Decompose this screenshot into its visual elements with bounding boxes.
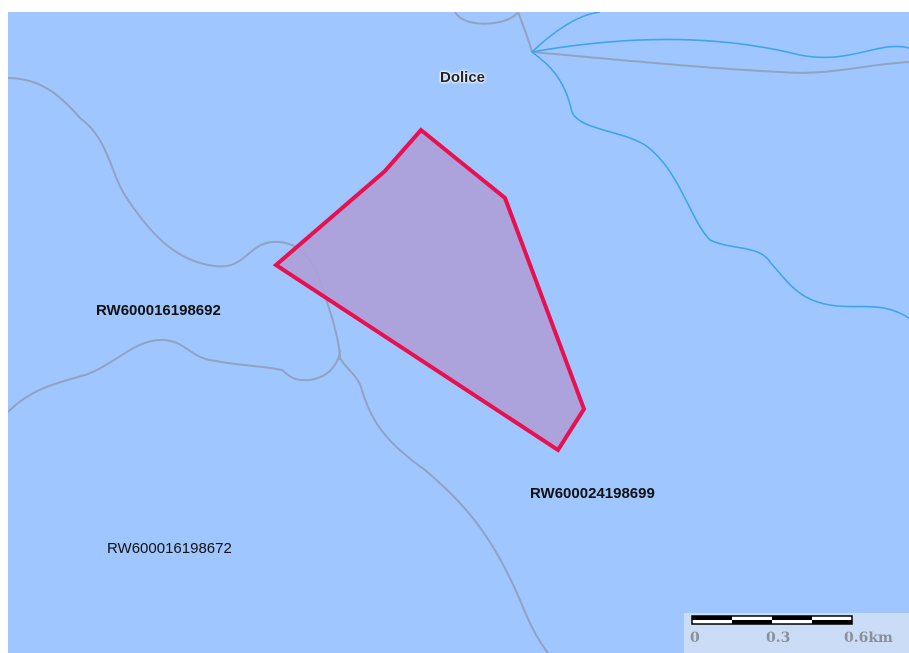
road-north: [454, 12, 909, 74]
map-layer: [8, 12, 909, 653]
scale-bar-graphic: [691, 615, 853, 625]
highlighted-parcel-polygon[interactable]: [272, 127, 587, 453]
parcel-label-selected: RW600024198699: [530, 485, 655, 502]
map-canvas[interactable]: Dolice RW600016198692 RW600024198699 RW6…: [8, 12, 909, 653]
parcel-label-west: RW600016198692: [96, 302, 221, 319]
place-label-dolice: Dolice: [440, 69, 486, 86]
road-south: [339, 357, 549, 653]
scale-tick-2: 0.6km: [844, 630, 893, 646]
river-east: [531, 51, 909, 319]
river-north: [531, 12, 909, 59]
scale-tick-0: 0: [690, 630, 700, 646]
road-west-lower: [8, 338, 341, 413]
parcel-label-south-west: RW600016198672: [107, 540, 232, 557]
scale-tick-1: 0.3: [766, 630, 791, 646]
scale-bar: 0 0.3 0.6km: [684, 613, 909, 653]
